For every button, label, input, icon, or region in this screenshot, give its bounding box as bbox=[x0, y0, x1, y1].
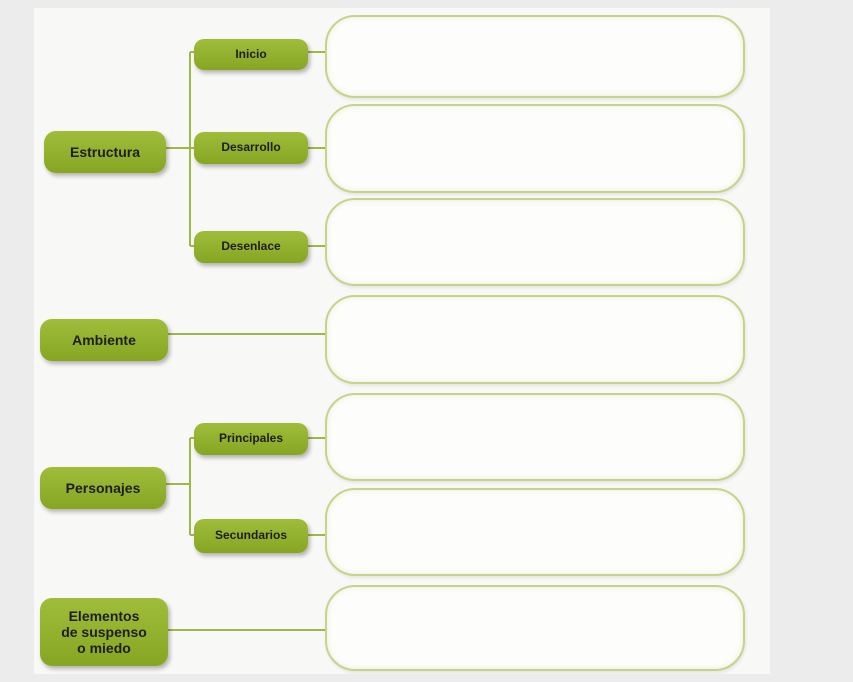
answer-box-secundarios[interactable] bbox=[325, 488, 745, 576]
node-inicio: Inicio bbox=[194, 39, 308, 70]
diagram-canvas: Estructura Ambiente Personajes Elementos… bbox=[34, 8, 770, 674]
node-principales: Principales bbox=[194, 423, 308, 455]
answer-box-elementos[interactable] bbox=[325, 585, 745, 671]
node-ambiente: Ambiente bbox=[40, 319, 168, 361]
node-elementos-line-1: Elementos bbox=[68, 607, 140, 624]
answer-box-inicio[interactable] bbox=[325, 15, 745, 98]
answer-box-desarrollo[interactable] bbox=[325, 104, 745, 193]
node-elementos-de-suspenso: Elementos de suspenso o miedo bbox=[40, 598, 168, 666]
node-secundarios: Secundarios bbox=[194, 519, 308, 553]
answer-box-ambiente[interactable] bbox=[325, 295, 745, 384]
node-desarrollo: Desarrollo bbox=[194, 132, 308, 164]
node-desenlace: Desenlace bbox=[194, 231, 308, 263]
answer-box-principales[interactable] bbox=[325, 393, 745, 481]
node-elementos-line-2: de suspenso bbox=[61, 623, 147, 640]
node-elementos-line-3: o miedo bbox=[77, 640, 131, 657]
node-estructura: Estructura bbox=[44, 131, 166, 173]
node-personajes: Personajes bbox=[40, 467, 166, 509]
answer-box-desenlace[interactable] bbox=[325, 198, 745, 286]
